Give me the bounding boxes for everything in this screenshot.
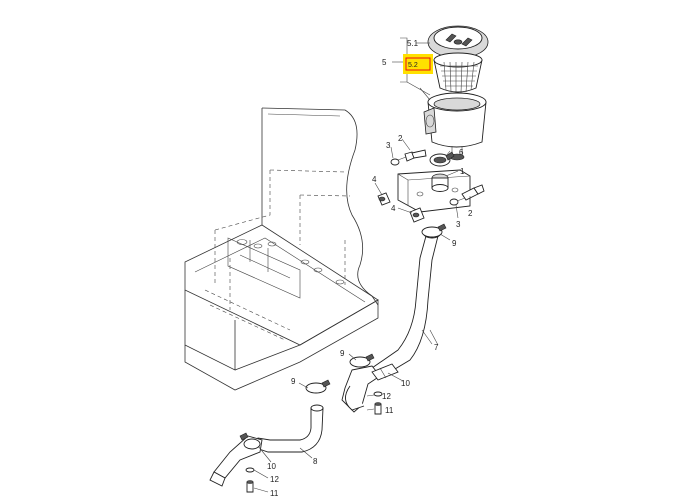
breather-filter-assembly xyxy=(392,25,489,161)
hose-7 xyxy=(371,229,441,379)
callout-12-bottom: 12 xyxy=(270,475,279,484)
callout-10-bottom: 10 xyxy=(267,462,276,471)
filter-cap xyxy=(416,25,489,59)
hose-8 xyxy=(255,404,324,453)
callout-4-a: 4 xyxy=(372,175,377,184)
callout-11-mid: 11 xyxy=(385,406,394,415)
callout-2-top: 2 xyxy=(398,134,403,143)
callout-12-mid: 12 xyxy=(382,392,391,401)
callout-5-1: 5.1 xyxy=(407,39,419,48)
bolt-washer-bottom xyxy=(245,467,255,493)
callout-9-mid: 9 xyxy=(340,349,345,358)
callout-labels: 5.1 5 2 3 6 1 4 4 2 3 9 7 9 9 10 12 11 1… xyxy=(267,39,473,498)
filter-mesh-element xyxy=(433,52,483,94)
hose-clamp-6 xyxy=(429,151,455,167)
callout-4-b: 4 xyxy=(391,204,396,213)
callout-9-top: 9 xyxy=(452,239,457,248)
hose-clamp-9-top xyxy=(421,223,447,238)
callout-3-top: 3 xyxy=(386,141,391,150)
bolt-washer-right xyxy=(449,184,485,206)
leader-lines xyxy=(253,138,471,493)
highlight-5-2[interactable]: 5.2 xyxy=(403,54,433,74)
callout-6: 6 xyxy=(459,148,464,157)
spacer-4b xyxy=(409,207,425,223)
callout-9-left: 9 xyxy=(291,377,296,386)
callout-2-right: 2 xyxy=(468,209,473,218)
callout-10-mid: 10 xyxy=(401,379,410,388)
filter-housing xyxy=(419,87,487,161)
mounting-bracket xyxy=(397,169,471,213)
bolt-washer-mid xyxy=(373,391,383,415)
elbow-fitting-mid xyxy=(341,353,399,413)
hose-clamp-9-left xyxy=(305,379,331,394)
callout-7: 7 xyxy=(434,343,439,352)
spacer-4a xyxy=(377,192,391,206)
bolt-washer-top xyxy=(390,149,427,166)
callout-8: 8 xyxy=(313,457,318,466)
callout-5: 5 xyxy=(382,58,387,67)
tank-frame xyxy=(184,107,379,391)
callout-3-right: 3 xyxy=(456,220,461,229)
callout-5-2: 5.2 xyxy=(408,62,418,69)
callout-11-bottom: 11 xyxy=(270,489,279,498)
elbow-fitting-bottom xyxy=(209,432,263,487)
callout-1: 1 xyxy=(460,167,465,176)
